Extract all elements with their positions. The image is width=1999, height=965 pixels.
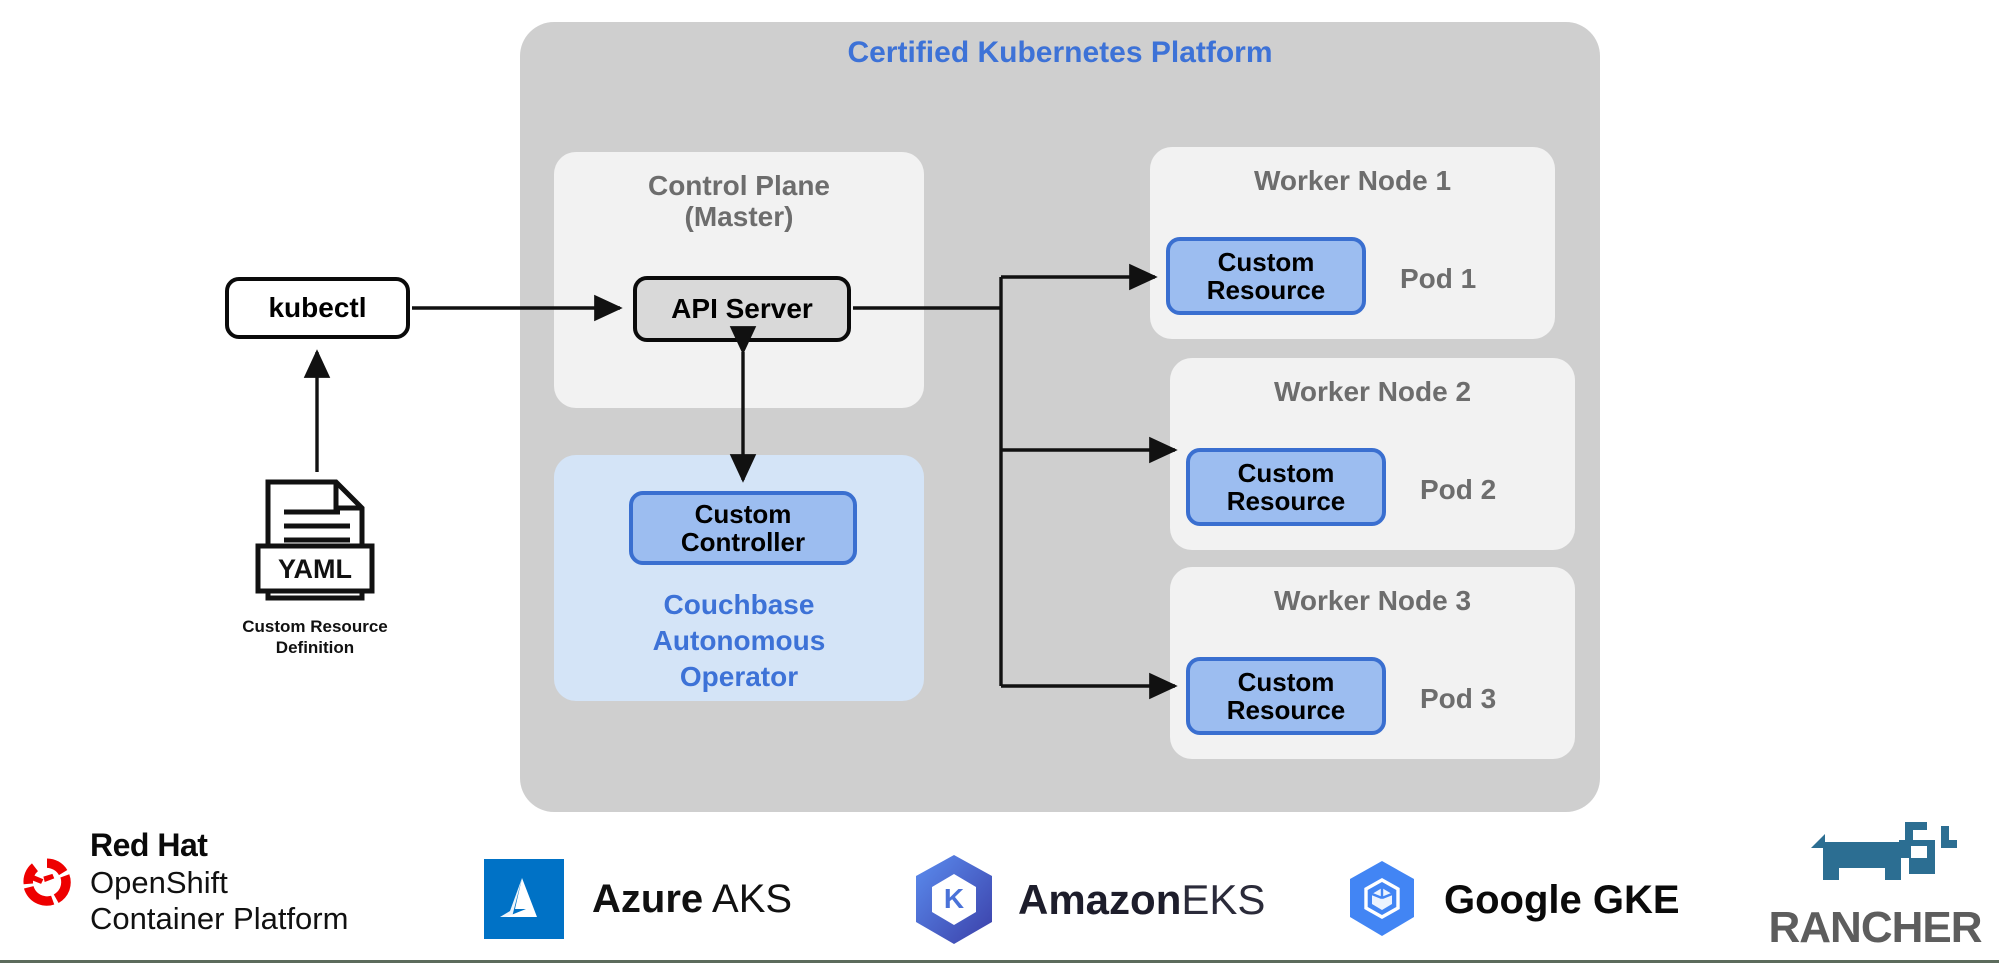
pod-2-label: Pod 2 (1420, 474, 1497, 505)
logo-azure-aks: Azure AKS (484, 859, 792, 939)
pod-3-label: Pod 3 (1420, 683, 1497, 714)
azure-bold-text: Azure (592, 876, 704, 921)
control-plane-title: Control Plane (Master) (554, 170, 924, 233)
custom-resource-3-line2: Resource (1226, 695, 1346, 725)
logo-redhat-openshift: Red Hat OpenShift Container Platform (18, 827, 348, 938)
yaml-icon-label: YAML (277, 553, 352, 584)
crd-caption-line2: Definition (275, 637, 355, 657)
pod-1-label: Pod 1 (1400, 263, 1477, 294)
operator-name-line1: Couchbase (663, 589, 815, 620)
amazon-eks-hexagon-icon: K (916, 855, 992, 944)
eks-bold-text: Amazon (1018, 876, 1182, 923)
amazon-eks-text: AmazonEKS (1018, 876, 1265, 924)
redhat-line1: Red Hat (90, 827, 208, 863)
couchbase-operator-label: Couchbase Autonomous Operator (554, 587, 924, 694)
custom-resource-1-line2: Resource (1206, 275, 1326, 305)
crd-caption-line1: Custom Resource (242, 617, 388, 636)
kubectl-box[interactable]: kubectl (225, 277, 410, 339)
api-server-box[interactable]: API Server (633, 276, 851, 342)
redhat-line2: OpenShift (90, 864, 228, 900)
custom-resource-box-3[interactable]: Custom Resource (1186, 657, 1386, 735)
custom-controller-line1: Custom (694, 498, 792, 529)
worker-node-1-title: Worker Node 1 (1253, 165, 1452, 196)
logo-amazon-eks: K AmazonEKS (906, 850, 1265, 950)
operator-name-line3: Operator (679, 660, 799, 692)
custom-resource-1-line1: Custom (1217, 246, 1315, 277)
redhat-shadowman-icon (23, 858, 71, 907)
custom-resource-2-line1: Custom (1237, 457, 1335, 488)
control-plane-title-line1: Control Plane (647, 170, 830, 201)
custom-resource-box-1[interactable]: Custom Resource (1166, 237, 1366, 315)
custom-resource-2-line2: Resource (1226, 486, 1346, 516)
platform-logo-strip: Red Hat OpenShift Container Platform Azu… (0, 812, 1999, 965)
rancher-wordmark: RANCHER (1768, 903, 1983, 952)
worker-node-2-title: Worker Node 2 (1273, 376, 1472, 407)
redhat-openshift-text: Red Hat OpenShift Container Platform (90, 827, 348, 938)
azure-aks-text: Azure AKS (592, 877, 792, 922)
custom-controller-line2: Controller (680, 527, 806, 557)
google-gke-text: Google GKE (1444, 877, 1680, 922)
logo-rancher: RANCHER (1762, 818, 1988, 953)
platform-title: Certified Kubernetes Platform (847, 36, 1273, 69)
eks-regular-text: EKS (1181, 876, 1266, 923)
azure-logo-icon (484, 859, 564, 939)
google-gke-hexagon-icon (1350, 861, 1414, 936)
custom-controller-box[interactable]: Custom Controller (629, 491, 857, 565)
api-server-label: API Server (671, 292, 813, 324)
azure-regular-text: AKS (712, 876, 793, 921)
redhat-line3: Container Platform (90, 901, 349, 937)
rancher-cow-icon (1811, 822, 1957, 880)
custom-resource-box-2[interactable]: Custom Resource (1186, 448, 1386, 526)
custom-resource-3-line1: Custom (1237, 666, 1335, 697)
worker-node-3-title: Worker Node 3 (1273, 585, 1472, 616)
operator-name-line2: Autonomous (652, 624, 826, 656)
bottom-divider (0, 960, 1999, 963)
svg-text:K: K (944, 883, 964, 914)
logo-google-gke: Google GKE (1338, 856, 1680, 944)
control-plane-title-line2: (Master) (684, 201, 794, 233)
kubectl-label: kubectl (268, 291, 367, 323)
crd-caption: Custom Resource Definition (200, 617, 430, 658)
